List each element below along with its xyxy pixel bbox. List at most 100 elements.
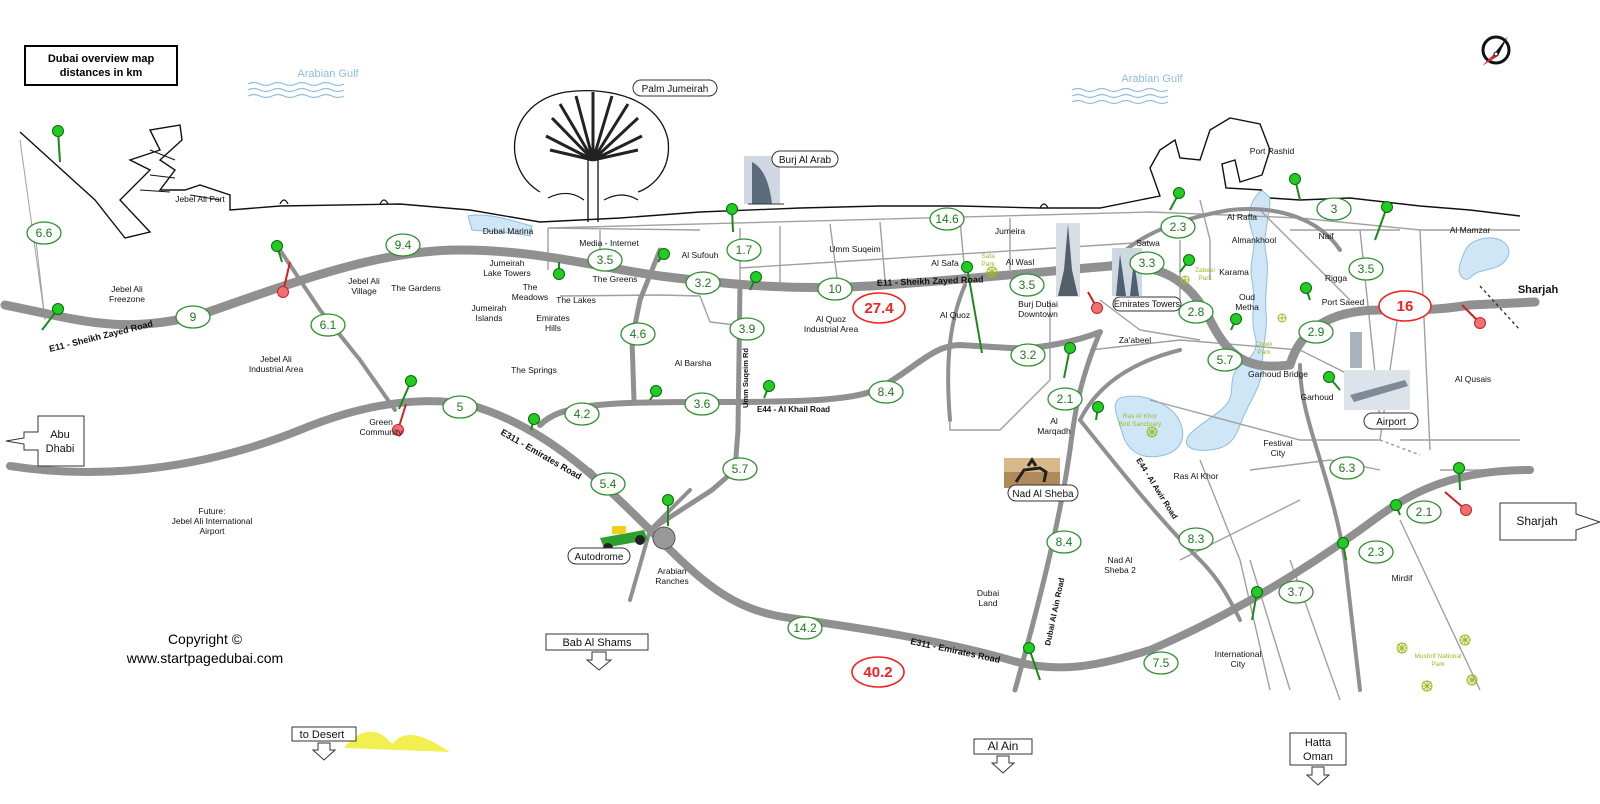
distance-label[interactable]: 14.6 bbox=[929, 207, 965, 231]
label-almankhool: Almankhool bbox=[1232, 235, 1277, 245]
distance-label[interactable]: 3.7 bbox=[1278, 580, 1314, 604]
distance-label[interactable]: 2.1 bbox=[1406, 500, 1442, 524]
green-marker-pin[interactable] bbox=[1453, 462, 1465, 474]
green-marker-pin[interactable] bbox=[1337, 537, 1349, 549]
green-marker-pin[interactable] bbox=[553, 268, 565, 280]
copyright-label: Copyright © bbox=[167, 631, 243, 647]
distance-label[interactable]: 5.7 bbox=[722, 457, 758, 481]
green-marker-pin[interactable] bbox=[750, 271, 762, 283]
total-distance-label[interactable]: 27.4 bbox=[852, 292, 906, 324]
green-marker-pin[interactable] bbox=[528, 413, 540, 425]
green-marker-pin[interactable] bbox=[1300, 282, 1312, 294]
distance-label[interactable]: 8.4 bbox=[1046, 530, 1082, 554]
distance-label[interactable]: 5 bbox=[442, 395, 478, 419]
distance-label[interactable]: 8.3 bbox=[1178, 527, 1214, 551]
exit-to-desert[interactable]: to Desert bbox=[291, 726, 357, 761]
green-marker-pin[interactable] bbox=[726, 203, 738, 215]
green-marker-pin[interactable] bbox=[1381, 201, 1393, 213]
distance-label[interactable]: 2.3 bbox=[1358, 540, 1394, 564]
distance-label[interactable]: 9 bbox=[175, 305, 211, 329]
green-marker-pin-stem bbox=[966, 266, 983, 354]
red-marker-pin[interactable] bbox=[1474, 317, 1486, 329]
red-marker-pin[interactable] bbox=[392, 424, 404, 436]
distance-label[interactable]: 2.9 bbox=[1298, 320, 1334, 344]
distance-label[interactable]: 4.6 bbox=[620, 322, 656, 346]
distance-label[interactable]: 2.1 bbox=[1047, 387, 1083, 411]
distance-label[interactable]: 3 bbox=[1316, 197, 1352, 221]
distance-label[interactable]: 3.3 bbox=[1129, 251, 1165, 275]
distance-label[interactable]: 10 bbox=[817, 277, 853, 301]
distance-label[interactable]: 3.5 bbox=[587, 248, 623, 272]
exit-abu-dhabi[interactable]: Abu Dhabi bbox=[5, 415, 85, 467]
distance-label[interactable]: 3.5 bbox=[1009, 273, 1045, 297]
distance-value: 3 bbox=[1331, 202, 1338, 216]
distance-label[interactable]: 2.8 bbox=[1178, 300, 1214, 324]
distance-label[interactable]: 8.4 bbox=[868, 380, 904, 404]
distance-value: 5.7 bbox=[732, 462, 749, 476]
green-marker-pin[interactable] bbox=[1390, 499, 1402, 511]
callout-burj-al-arab[interactable]: Burj Al Arab bbox=[771, 150, 839, 168]
distance-label[interactable]: 9.4 bbox=[385, 233, 421, 257]
distance-label[interactable]: 6.1 bbox=[310, 313, 346, 337]
red-marker-pin[interactable] bbox=[1460, 504, 1472, 516]
green-marker-pin[interactable] bbox=[271, 240, 283, 252]
total-distance-label[interactable]: 40.2 bbox=[851, 656, 905, 688]
distance-oval bbox=[929, 207, 965, 231]
callout-airport[interactable]: Airport bbox=[1363, 412, 1419, 430]
callout-bab-al-shams[interactable]: Bab Al Shams bbox=[545, 633, 649, 671]
label-oud-metha: Metha bbox=[1235, 302, 1259, 312]
svg-text:Abu: Abu bbox=[50, 429, 70, 441]
callout-nad-al-sheba[interactable]: Nad Al Sheba bbox=[1007, 484, 1079, 502]
green-marker-pin[interactable] bbox=[1173, 187, 1185, 199]
total-oval bbox=[1378, 290, 1432, 322]
distance-label[interactable]: 4.2 bbox=[564, 402, 600, 426]
callout-emirates-towers[interactable]: Emirates Towers bbox=[1112, 296, 1182, 312]
green-marker-pin[interactable] bbox=[1092, 401, 1104, 413]
label-burj-dubai-downtown: Burj Dubai bbox=[1018, 299, 1058, 309]
green-marker-pin[interactable] bbox=[405, 375, 417, 387]
svg-text:Hatta: Hatta bbox=[1305, 737, 1332, 749]
map-title-box: Dubai overview map distances in km bbox=[24, 45, 178, 86]
green-marker-pin[interactable] bbox=[961, 261, 973, 273]
distance-label[interactable]: 6.6 bbox=[26, 221, 62, 245]
exit-sharjah[interactable]: Sharjah bbox=[1499, 502, 1600, 541]
green-marker-pin[interactable] bbox=[658, 248, 670, 260]
total-value: 27.4 bbox=[864, 300, 894, 317]
green-marker-pin[interactable] bbox=[1251, 586, 1263, 598]
green-marker-pin[interactable] bbox=[650, 385, 662, 397]
green-marker-pin[interactable] bbox=[1323, 371, 1335, 383]
distance-label[interactable]: 5.7 bbox=[1207, 348, 1243, 372]
total-distance-label[interactable]: 16 bbox=[1378, 290, 1432, 322]
green-marker-pin[interactable] bbox=[662, 494, 674, 506]
green-marker-pin[interactable] bbox=[1230, 313, 1242, 325]
copyright-url[interactable]: www.startpagedubai.com bbox=[126, 650, 284, 666]
distance-label[interactable]: 6.3 bbox=[1329, 456, 1365, 480]
distance-label[interactable]: 3.5 bbox=[1348, 257, 1384, 281]
green-marker-pin[interactable] bbox=[1183, 254, 1195, 266]
green-marker-pin[interactable] bbox=[52, 303, 64, 315]
exit-al-ain[interactable]: Al Ain bbox=[973, 738, 1033, 774]
park-tree-icon bbox=[1421, 680, 1433, 692]
distance-label[interactable]: 7.5 bbox=[1143, 651, 1179, 675]
red-marker-pin[interactable] bbox=[1091, 302, 1103, 314]
distance-value: 3.9 bbox=[739, 322, 756, 336]
distance-label[interactable]: 3.9 bbox=[729, 317, 765, 341]
exit-hatta-oman[interactable]: Hatta Oman bbox=[1289, 732, 1347, 786]
green-marker-pin[interactable] bbox=[763, 380, 775, 392]
distance-label[interactable]: 1.7 bbox=[726, 238, 762, 262]
callout-autodrome[interactable]: Autodrome bbox=[567, 547, 631, 565]
callout-palm-jumeirah[interactable]: Palm Jumeirah bbox=[632, 79, 718, 97]
green-marker-pin[interactable] bbox=[52, 125, 64, 137]
distance-value: 4.2 bbox=[574, 407, 591, 421]
distance-label[interactable]: 3.2 bbox=[1010, 343, 1046, 367]
distance-label[interactable]: 14.2 bbox=[787, 616, 823, 640]
red-marker-pin[interactable] bbox=[277, 286, 289, 298]
green-marker-pin[interactable] bbox=[1023, 642, 1035, 654]
distance-label[interactable]: 3.2 bbox=[685, 271, 721, 295]
green-marker-pin[interactable] bbox=[1064, 342, 1076, 354]
distance-label[interactable]: 2.3 bbox=[1160, 215, 1196, 239]
green-marker-pin[interactable] bbox=[1289, 173, 1301, 185]
distance-label[interactable]: 5.4 bbox=[590, 472, 626, 496]
distance-label[interactable]: 3.6 bbox=[684, 392, 720, 416]
